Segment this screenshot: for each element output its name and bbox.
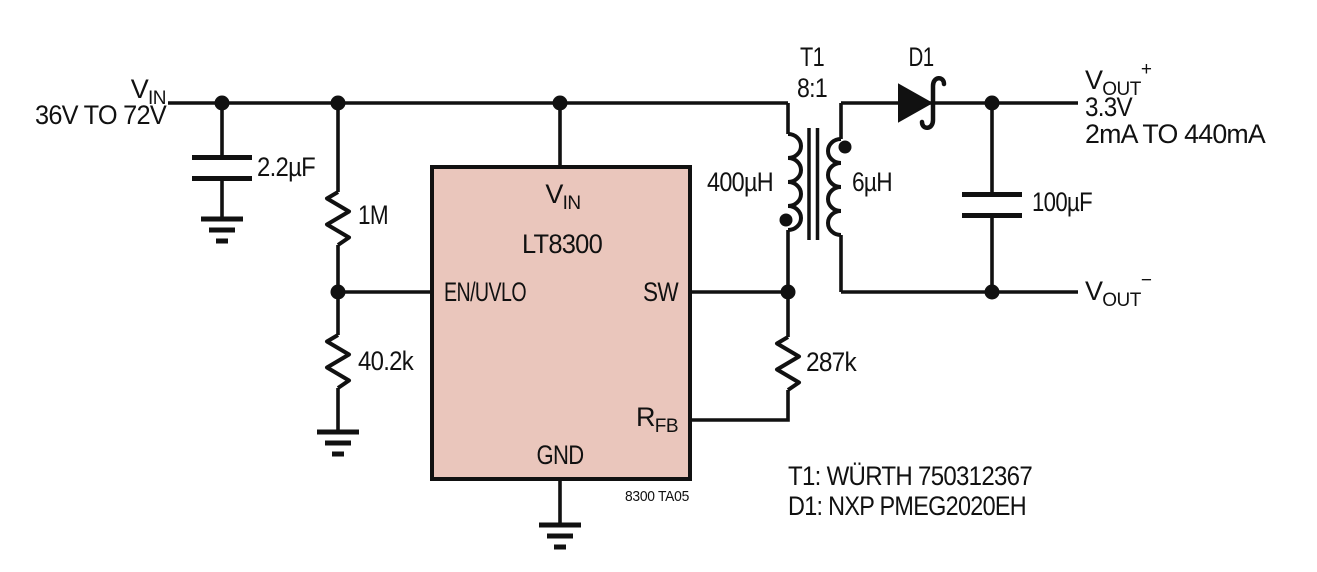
transformer-symbol xyxy=(779,128,852,240)
wires xyxy=(168,101,1078,523)
capacitors xyxy=(192,155,1022,218)
figure-id-label: 8300 TA05 xyxy=(625,488,689,505)
primary-inductance: 400µH xyxy=(707,167,773,197)
junction-dot xyxy=(214,95,230,111)
ground-symbol-input-cap xyxy=(201,216,243,244)
diode-triangle xyxy=(898,83,934,123)
vin-range-label: 36V TO 72V xyxy=(35,100,167,130)
vout-voltage: 3.3V xyxy=(1085,92,1133,122)
output-cap-value: 100µF xyxy=(1032,187,1092,217)
vout-neg-label: VOUT− xyxy=(1085,270,1152,311)
primary-winding xyxy=(787,132,803,232)
ic-pin-sw-label: SW xyxy=(643,277,679,307)
transformer-ref: T1 xyxy=(800,42,824,72)
resistor-1m-value: 1M xyxy=(358,200,388,230)
ground-symbol-ic xyxy=(539,522,581,550)
ic-pin-rfb-label: RFB xyxy=(636,402,678,437)
resistor-1m-symbol xyxy=(325,190,351,247)
ic-pin-gnd-label: GND xyxy=(537,440,584,470)
ic-pin-en-label: EN/UVLO xyxy=(444,277,526,307)
secondary-winding xyxy=(826,137,842,237)
transformer-ratio: 8:1 xyxy=(797,73,827,103)
junction-dot xyxy=(330,95,346,111)
junction-dot xyxy=(984,95,1000,111)
resistors xyxy=(325,190,801,392)
junction-dots xyxy=(214,95,1000,300)
ic-lt8300-body xyxy=(430,165,692,481)
junction-dot xyxy=(552,95,568,111)
diode-ref: D1 xyxy=(909,42,934,72)
note-t1: T1: WÜRTH 750312367 xyxy=(788,461,1032,491)
input-cap-value: 2.2µF xyxy=(257,152,315,182)
junction-dot xyxy=(984,284,1000,300)
polarity-dot-primary xyxy=(779,213,793,227)
vout-pos-label: VOUT+ xyxy=(1085,59,1152,100)
polarity-dot-secondary xyxy=(838,140,852,154)
ic-pin-vin-label: VIN xyxy=(545,179,580,214)
diode-symbol xyxy=(898,76,947,130)
ground-symbol-divider xyxy=(317,429,359,457)
resistor-40k-value: 40.2k xyxy=(358,346,414,376)
grounds xyxy=(201,216,581,550)
resistor-40k-symbol xyxy=(325,333,351,390)
junction-dot xyxy=(330,284,346,300)
junction-dot xyxy=(780,284,796,300)
output-cap-symbol xyxy=(962,192,1022,218)
vin-rail-label: VIN xyxy=(131,74,166,109)
vout-current-range: 2mA TO 440mA xyxy=(1085,119,1266,149)
secondary-inductance: 6µH xyxy=(852,167,892,197)
resistor-287k-value: 287k xyxy=(806,347,857,377)
input-cap-symbol xyxy=(192,155,252,181)
ic-part-number: LT8300 xyxy=(522,229,602,259)
wire-rfb xyxy=(692,390,790,422)
resistor-287k-symbol xyxy=(775,335,801,392)
schottky-cathode-bar xyxy=(919,76,947,130)
note-d1: D1: NXP PMEG2020EH xyxy=(788,491,1026,521)
